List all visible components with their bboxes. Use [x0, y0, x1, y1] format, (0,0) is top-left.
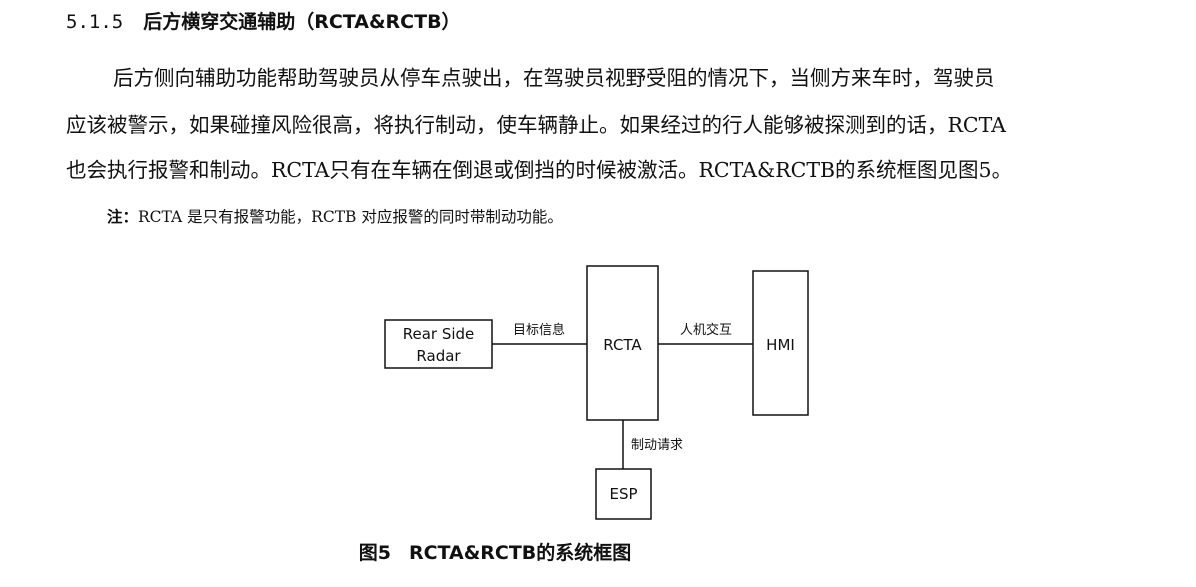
figure-title: RCTA&RCTB的系统框图: [408, 542, 632, 564]
radar-rcta-link-label: 目标信息: [513, 322, 565, 338]
radar-label-line2: Radar: [416, 347, 461, 365]
paragraph-line-3: 也会执行报警和制动。RCTA只有在车辆在倒退或倒挡的时候被激活。RCTA&RCT…: [66, 158, 1013, 182]
paragraph-line-1: 后方侧向辅助功能帮助驾驶员从停车点驶出，在驾驶员视野受阻的情况下，当侧方来车时，…: [113, 66, 995, 90]
section-heading: 5.1.5 后方横穿交通辅助（RCTA&RCTB）: [66, 9, 461, 35]
hmi-label: HMI: [766, 336, 795, 354]
figure-number: 图5: [358, 542, 391, 564]
figure-caption: 图5 RCTA&RCTB的系统框图: [0, 540, 1196, 566]
note: 注：RCTA 是只有报警功能，RCTB 对应报警的同时带制动功能。: [107, 205, 563, 229]
hmi-box: [752, 270, 809, 416]
radar-label-line1: Rear Side: [403, 325, 475, 343]
section-title: 后方横穿交通辅助（RCTA&RCTB）: [143, 11, 461, 33]
rcta-label: RCTA: [603, 336, 642, 354]
esp-label: ESP: [609, 485, 637, 503]
note-label: 注：: [107, 207, 139, 226]
section-number: 5.1.5: [66, 11, 124, 33]
rcta-esp-link-label: 制动请求: [631, 438, 683, 453]
paragraph-line-2: 应该被警示，如果碰撞风险很高，将执行制动，使车辆静止。如果经过的行人能够被探测到…: [66, 113, 1006, 137]
rcta-hmi-link-label: 人机交互: [680, 322, 732, 338]
note-text: RCTA 是只有报警功能，RCTB 对应报警的同时带制动功能。: [138, 208, 563, 226]
